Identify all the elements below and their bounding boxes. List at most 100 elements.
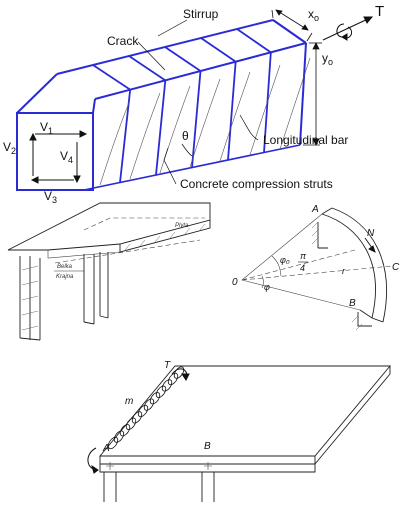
radius-line-c bbox=[241, 265, 393, 281]
label-a2: A bbox=[102, 443, 110, 454]
column-b-cross bbox=[204, 462, 212, 470]
load-arrow-n bbox=[364, 237, 376, 253]
label-n: N bbox=[367, 228, 375, 239]
stirrup-top bbox=[128, 55, 166, 82]
radius-line-a bbox=[241, 213, 323, 281]
box-edge-right-bottom bbox=[299, 42, 307, 146]
support-a bbox=[317, 222, 328, 249]
curved-beam-bottom-end bbox=[359, 309, 384, 323]
struts-label: Concrete compression struts bbox=[180, 177, 333, 191]
moment-coil bbox=[167, 372, 179, 386]
v1-label: V1 bbox=[40, 120, 53, 136]
moment-coil bbox=[155, 385, 167, 398]
label-b2: B bbox=[204, 441, 211, 452]
stirrup-side bbox=[155, 80, 167, 176]
moment-coil bbox=[161, 379, 173, 392]
crack-line bbox=[249, 64, 281, 156]
column-left bbox=[83, 254, 95, 325]
torque-t-arrow bbox=[171, 368, 190, 381]
box-end-top-right bbox=[92, 98, 96, 114]
moment-coil bbox=[119, 424, 131, 437]
crack-line bbox=[99, 99, 131, 186]
stirrup-side bbox=[227, 61, 237, 161]
stirrup-label: Stirrup bbox=[183, 7, 219, 21]
stirrup-top bbox=[272, 19, 307, 44]
slab-top-label: Plyta bbox=[175, 223, 189, 229]
distributed-moment-coils bbox=[107, 366, 185, 450]
crack-line bbox=[219, 71, 251, 162]
label-r: r bbox=[342, 266, 346, 276]
moment-coil bbox=[107, 436, 119, 450]
v3-label: V3 bbox=[44, 189, 57, 205]
y0-dimension bbox=[303, 42, 322, 146]
box-end-section bbox=[16, 112, 94, 191]
stirrup-side bbox=[119, 89, 132, 183]
stirrup-side bbox=[191, 70, 202, 168]
x0-dimension bbox=[271, 9, 313, 42]
curved-beam-inner bbox=[331, 207, 387, 323]
beam-hatching bbox=[21, 265, 39, 331]
label-b: B bbox=[349, 298, 356, 309]
crack-line bbox=[279, 57, 311, 150]
curved-beam-outer bbox=[321, 213, 376, 319]
stirrup-top bbox=[164, 46, 202, 72]
label-a: A bbox=[311, 204, 319, 215]
slab-edge-torsion-diagram: T m A B bbox=[87, 360, 391, 502]
moment-coil bbox=[113, 430, 125, 443]
label-m: m bbox=[125, 396, 133, 407]
label-origin: 0 bbox=[232, 277, 238, 288]
moment-coil bbox=[137, 404, 149, 418]
crack-label: Crack bbox=[107, 34, 139, 48]
moment-coil bbox=[149, 392, 161, 405]
radius-line-mid bbox=[241, 249, 356, 281]
moment-coil bbox=[125, 417, 137, 430]
crack-line bbox=[189, 78, 221, 168]
label-pi: π bbox=[300, 251, 307, 261]
moment-coil bbox=[143, 398, 155, 411]
edge-beam-front bbox=[99, 464, 316, 473]
slab-thickness-line bbox=[47, 250, 121, 259]
stirrup-top bbox=[200, 37, 237, 63]
theta-label: θ bbox=[182, 129, 189, 143]
leader-lines bbox=[137, 19, 259, 185]
angle-arc-phi bbox=[261, 275, 264, 289]
torsion-box-diagram: V1 V2 V3 V4 xo yo T bbox=[3, 3, 384, 205]
stirrup-top bbox=[236, 28, 272, 54]
curved-beam-top-end bbox=[321, 207, 333, 215]
slab-bottom-label-2: Krajna bbox=[56, 274, 74, 280]
curved-beam-diagram: A N C B 0 φ₀ π 4 φ r bbox=[232, 204, 400, 331]
angle-arc-phi0 bbox=[271, 255, 282, 277]
label-phi: φ bbox=[264, 282, 270, 292]
torque-a-arrow bbox=[87, 447, 99, 474]
box-end-top-left bbox=[16, 73, 58, 114]
slab-dashed-outline bbox=[83, 217, 205, 231]
slab-plate-top bbox=[99, 365, 391, 457]
slab-edge-hatching bbox=[124, 223, 206, 251]
label-four: 4 bbox=[300, 263, 305, 273]
label-c: C bbox=[392, 262, 400, 273]
longitudinal-bar-label: Longitudinal bar bbox=[263, 133, 348, 147]
column-a-cross bbox=[106, 462, 114, 470]
diagonal-cracks bbox=[99, 57, 311, 186]
crack-line bbox=[129, 92, 161, 180]
slab-front-edge bbox=[119, 220, 211, 253]
label-phi0: φ₀ bbox=[280, 255, 290, 265]
slab-beam-sketch: Plyta Belka Krajna bbox=[7, 202, 211, 341]
radius-line-b bbox=[241, 279, 361, 311]
column-right bbox=[99, 252, 109, 319]
v2-label: V2 bbox=[3, 140, 16, 156]
v4-label: V4 bbox=[60, 149, 73, 165]
support-column-b bbox=[201, 472, 215, 502]
support-hatching bbox=[311, 221, 363, 331]
support-b bbox=[357, 312, 372, 327]
y0-label: yo bbox=[322, 51, 333, 67]
slab-plate-edge bbox=[99, 366, 391, 465]
torque-arrow bbox=[322, 16, 374, 41]
shear-flow-arrows bbox=[29, 130, 88, 184]
stirrup-top bbox=[92, 64, 131, 91]
label-t: T bbox=[164, 360, 171, 371]
support-column-a bbox=[103, 472, 117, 502]
moment-coil bbox=[131, 411, 143, 424]
beam-dashed-outline bbox=[54, 239, 201, 264]
